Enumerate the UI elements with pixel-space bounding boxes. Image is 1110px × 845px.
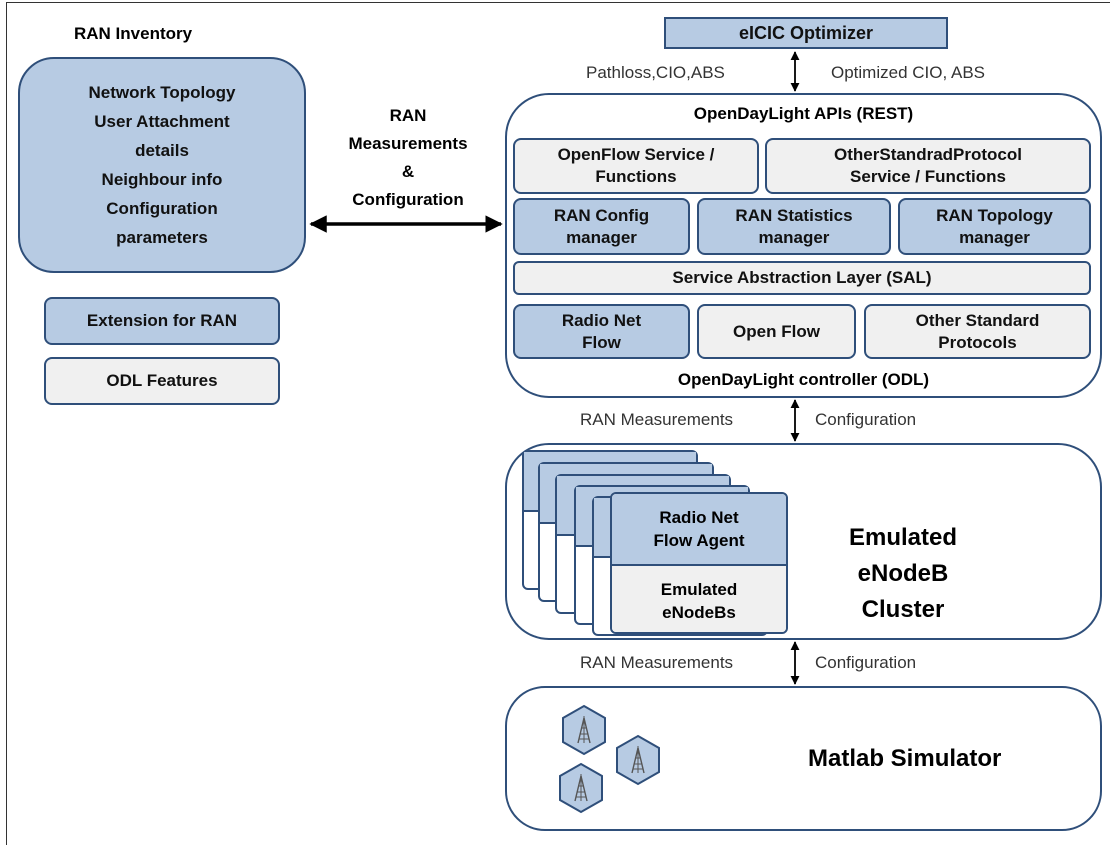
radio-net-flow-box: Radio Net Flow: [513, 304, 690, 359]
diagram-frame: [6, 2, 1110, 845]
ran-measurements-label-2: RAN Measurements: [580, 653, 734, 672]
ran-inventory-box: Network Topology User Attachment details…: [18, 57, 306, 273]
ran-measurements-config-label: RAN Measurements & Configuration: [348, 106, 468, 209]
ran-statistics-manager-box: RAN Statistics manager: [697, 198, 891, 255]
matlab-simulator-container: [505, 686, 1102, 831]
sal-box: Service Abstraction Layer (SAL): [513, 261, 1091, 295]
openflow-service-box: OpenFlow Service / Functions: [513, 138, 759, 194]
ran-inventory-title: RAN Inventory: [74, 24, 193, 43]
odl-controller-title: OpenDayLight controller (ODL): [677, 370, 930, 389]
eicic-optimizer-box: eICIC Optimizer: [664, 17, 948, 49]
configuration-label-1: Configuration: [815, 410, 917, 429]
optimized-label: Optimized CIO, ABS: [831, 63, 985, 82]
odl-apis-title: OpenDayLight APIs (REST): [693, 104, 914, 123]
ran-measurements-label-1: RAN Measurements: [580, 410, 734, 429]
other-protocol-service-box: OtherStandradProtocol Service / Function…: [765, 138, 1091, 194]
extension-for-ran-box: Extension for RAN: [44, 297, 280, 345]
configuration-label-2: Configuration: [815, 653, 917, 672]
emulated-enodebs-box: Emulated eNodeBs: [612, 566, 786, 632]
cell-tower-icon: [616, 735, 660, 785]
enodeb-card-front: Radio Net Flow Agent Emulated eNodeBs: [610, 492, 788, 634]
other-standard-protocols-box: Other Standard Protocols: [864, 304, 1091, 359]
ran-topology-manager-box: RAN Topology manager: [898, 198, 1091, 255]
open-flow-box: Open Flow: [697, 304, 856, 359]
radio-net-flow-agent-box: Radio Net Flow Agent: [612, 494, 786, 566]
matlab-simulator-title: Matlab Simulator: [808, 745, 1002, 772]
pathloss-label: Pathloss,CIO,ABS: [586, 63, 725, 82]
odl-features-box: ODL Features: [44, 357, 280, 405]
enodeb-cluster-title: Emulated eNodeB Cluster: [848, 524, 958, 623]
ran-config-manager-box: RAN Config manager: [513, 198, 690, 255]
cell-tower-icon: [559, 763, 603, 813]
cell-tower-icon: [562, 705, 606, 755]
